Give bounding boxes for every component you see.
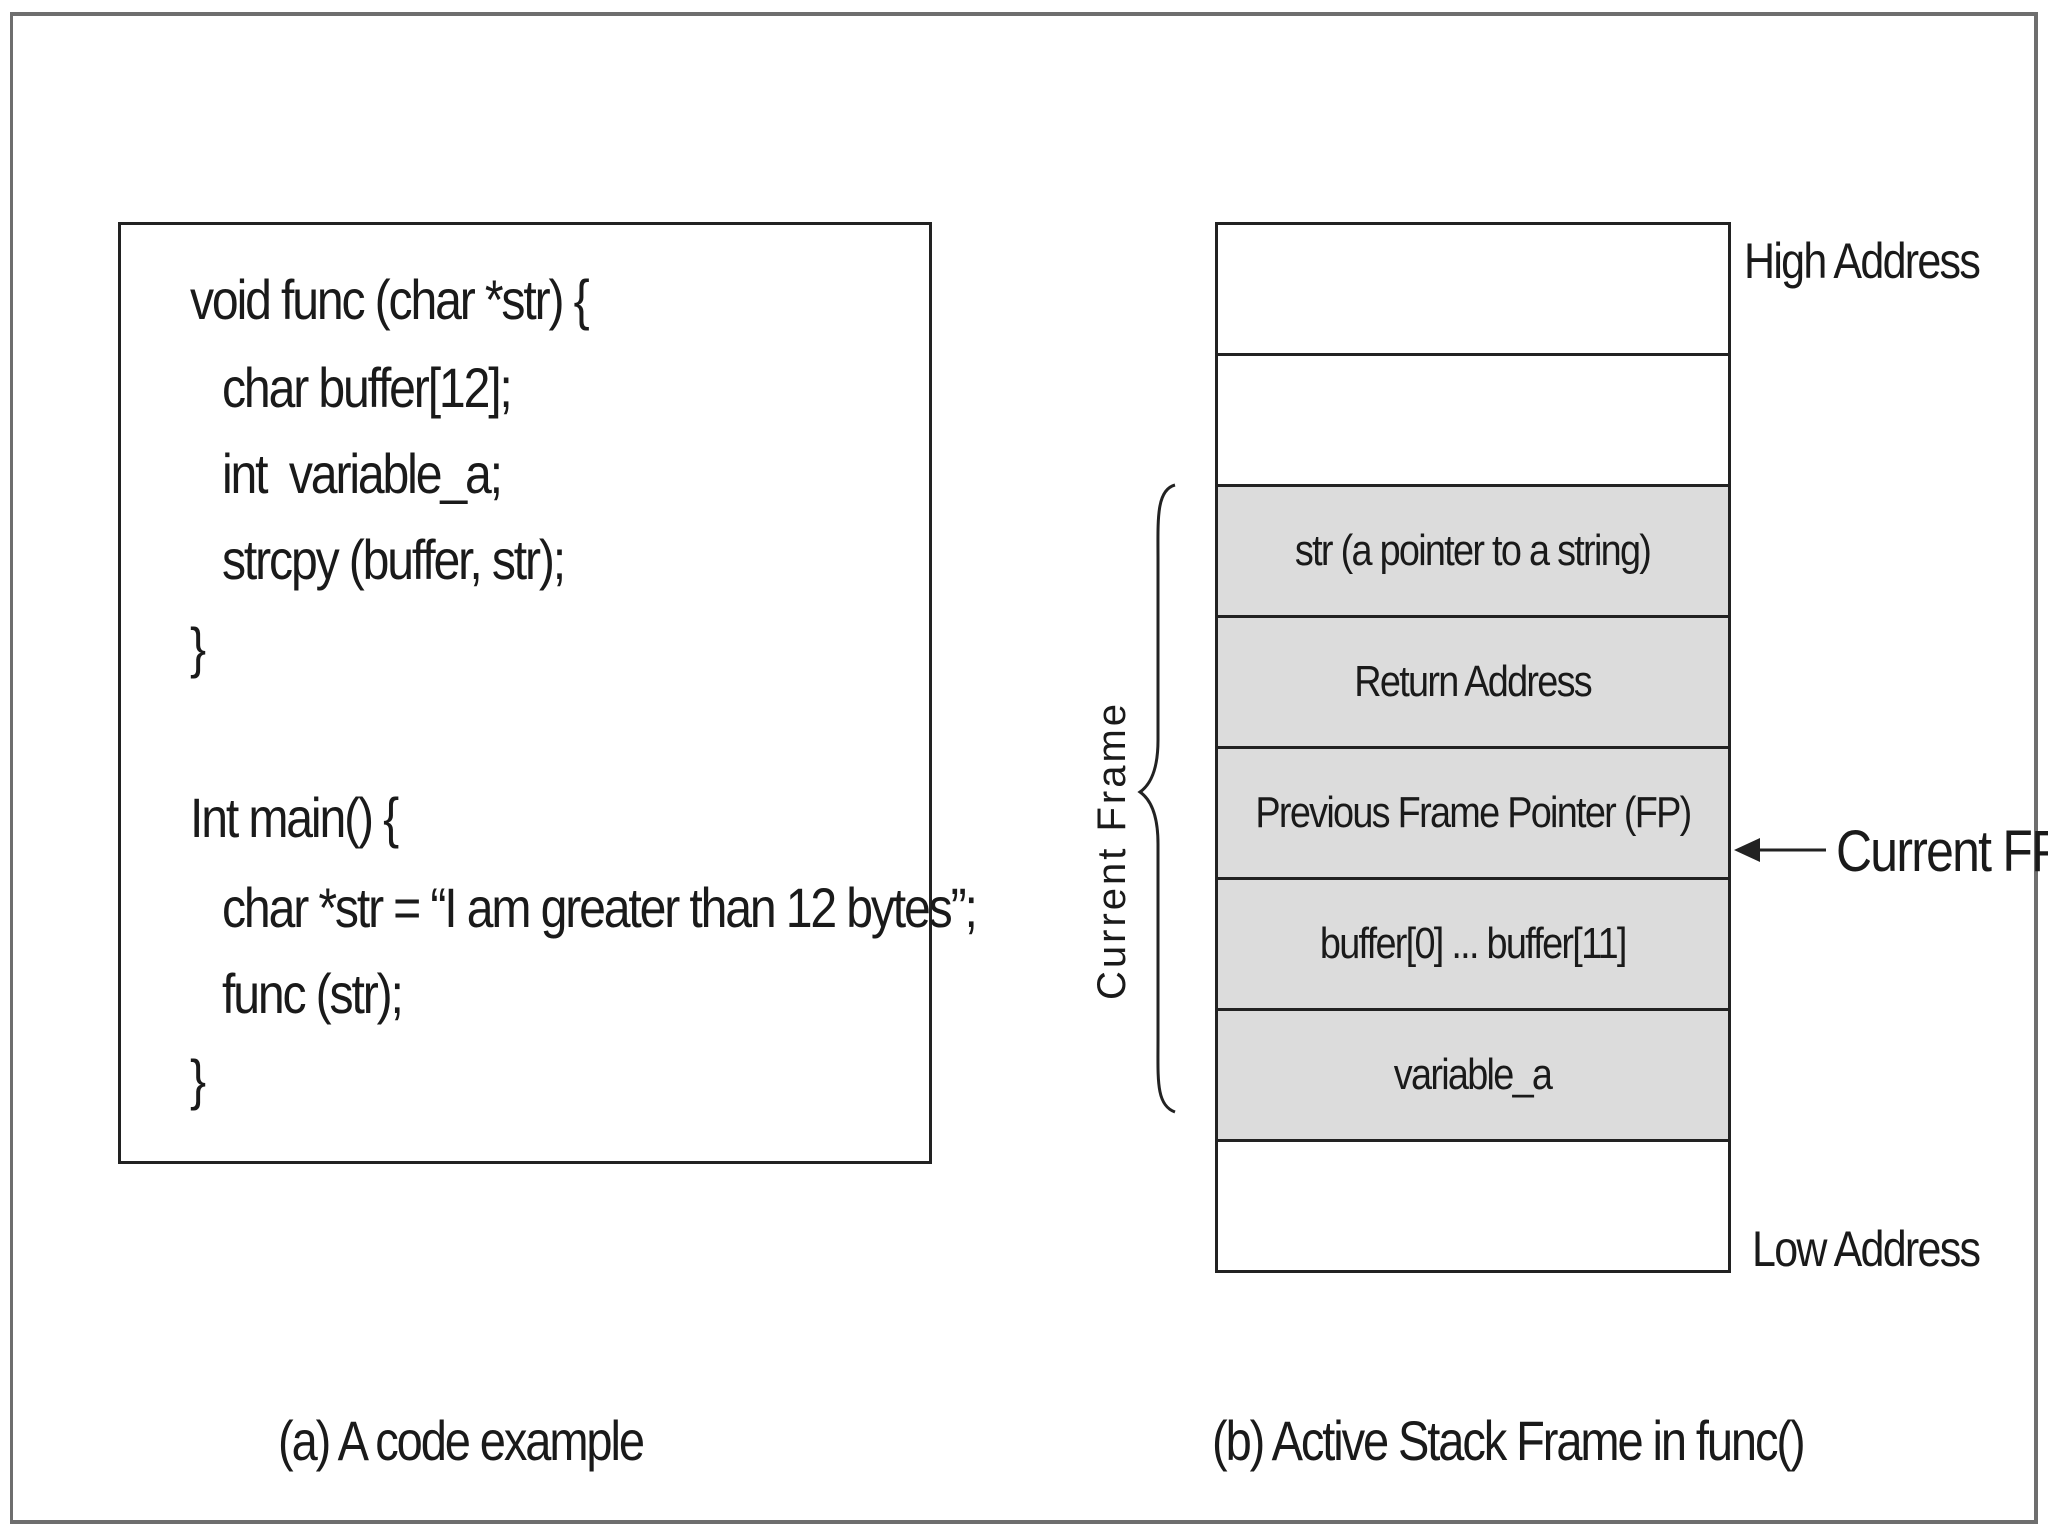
code-line-9: } — [190, 1048, 206, 1111]
stack-cell-empty-top-2 — [1215, 353, 1731, 484]
current-frame-brace — [1137, 483, 1176, 1114]
stack-frame-caption: (b) Active Stack Frame in func() — [1212, 1409, 1806, 1472]
stack-cell-variable-a: variable_a — [1215, 1008, 1731, 1139]
code-line-2: char buffer[12]; — [222, 356, 513, 419]
code-line-1: void func (char *str) { — [190, 268, 590, 331]
stack-cell-empty-top-1 — [1215, 222, 1731, 353]
code-line-3: int variable_a; — [222, 442, 503, 505]
stack-cell-str-pointer: str (a pointer to a string) — [1215, 484, 1731, 615]
code-example-caption: (a) A code example — [278, 1409, 645, 1472]
current-fp-arrow-head — [1734, 838, 1760, 862]
code-line-5: } — [190, 616, 206, 679]
stack-cell-buffer: buffer[0] ... buffer[11] — [1215, 877, 1731, 1008]
code-line-8: func (str); — [222, 962, 404, 1025]
code-line-7: char *str = “I am greater than 12 bytes”… — [222, 876, 978, 939]
stack-cell-return-address: Return Address — [1215, 615, 1731, 746]
code-line-6: Int main() { — [190, 786, 399, 849]
stack-cell-previous-fp: Previous Frame Pointer (FP) — [1215, 746, 1731, 877]
code-line-4: strcpy (buffer, str); — [222, 528, 566, 591]
high-address-label: High Address — [1744, 233, 1981, 289]
current-fp-label: Current FP — [1836, 819, 2048, 884]
code-example-box — [118, 222, 932, 1164]
low-address-label: Low Address — [1752, 1221, 1981, 1277]
figure-border — [10, 12, 2038, 1524]
stack-cell-empty-bottom — [1215, 1139, 1731, 1273]
